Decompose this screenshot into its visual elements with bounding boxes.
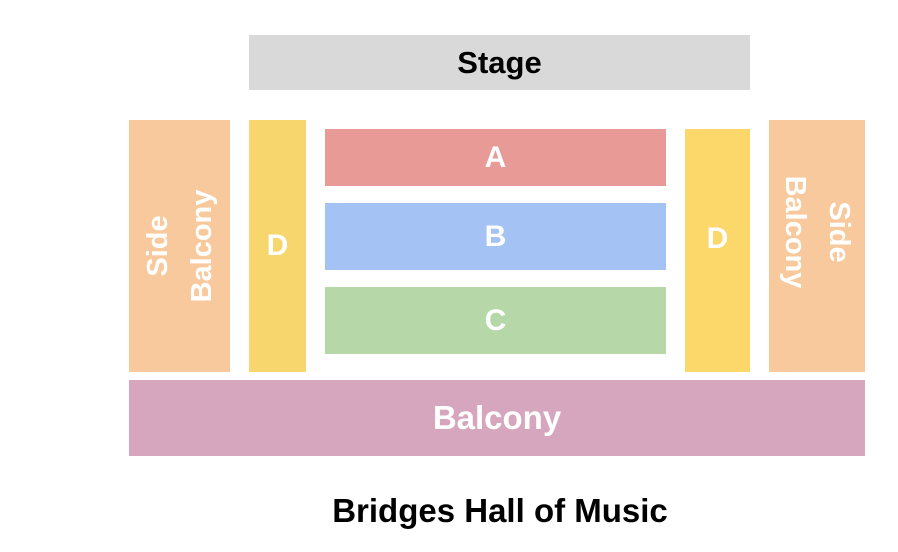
section-side-balcony-left[interactable]: Side Balcony [129,120,230,372]
section-a-label: A [484,140,507,174]
section-c[interactable]: C [325,287,666,354]
venue-title: Bridges Hall of Music [332,492,668,529]
side-balcony-right-line1: Side [823,201,855,263]
side-balcony-right-line2: Balcony [779,175,811,289]
section-d-right[interactable]: D [685,129,750,372]
section-d-left-label: D [266,229,289,262]
stage: Stage [249,35,750,90]
side-balcony-left-line2: Balcony [185,189,218,303]
section-b-label: B [484,219,507,253]
section-balcony-label: Balcony [432,399,562,436]
section-d-left[interactable]: D [249,120,306,372]
section-balcony[interactable]: Balcony [129,380,865,456]
section-a[interactable]: A [325,129,666,186]
section-c-label: C [484,303,507,337]
section-b[interactable]: B [325,203,666,270]
section-side-balcony-right[interactable]: Side Balcony [769,120,865,372]
section-d-right-label: D [706,221,729,255]
side-balcony-left-line1: Side [141,215,174,277]
stage-label: Stage [457,44,542,80]
